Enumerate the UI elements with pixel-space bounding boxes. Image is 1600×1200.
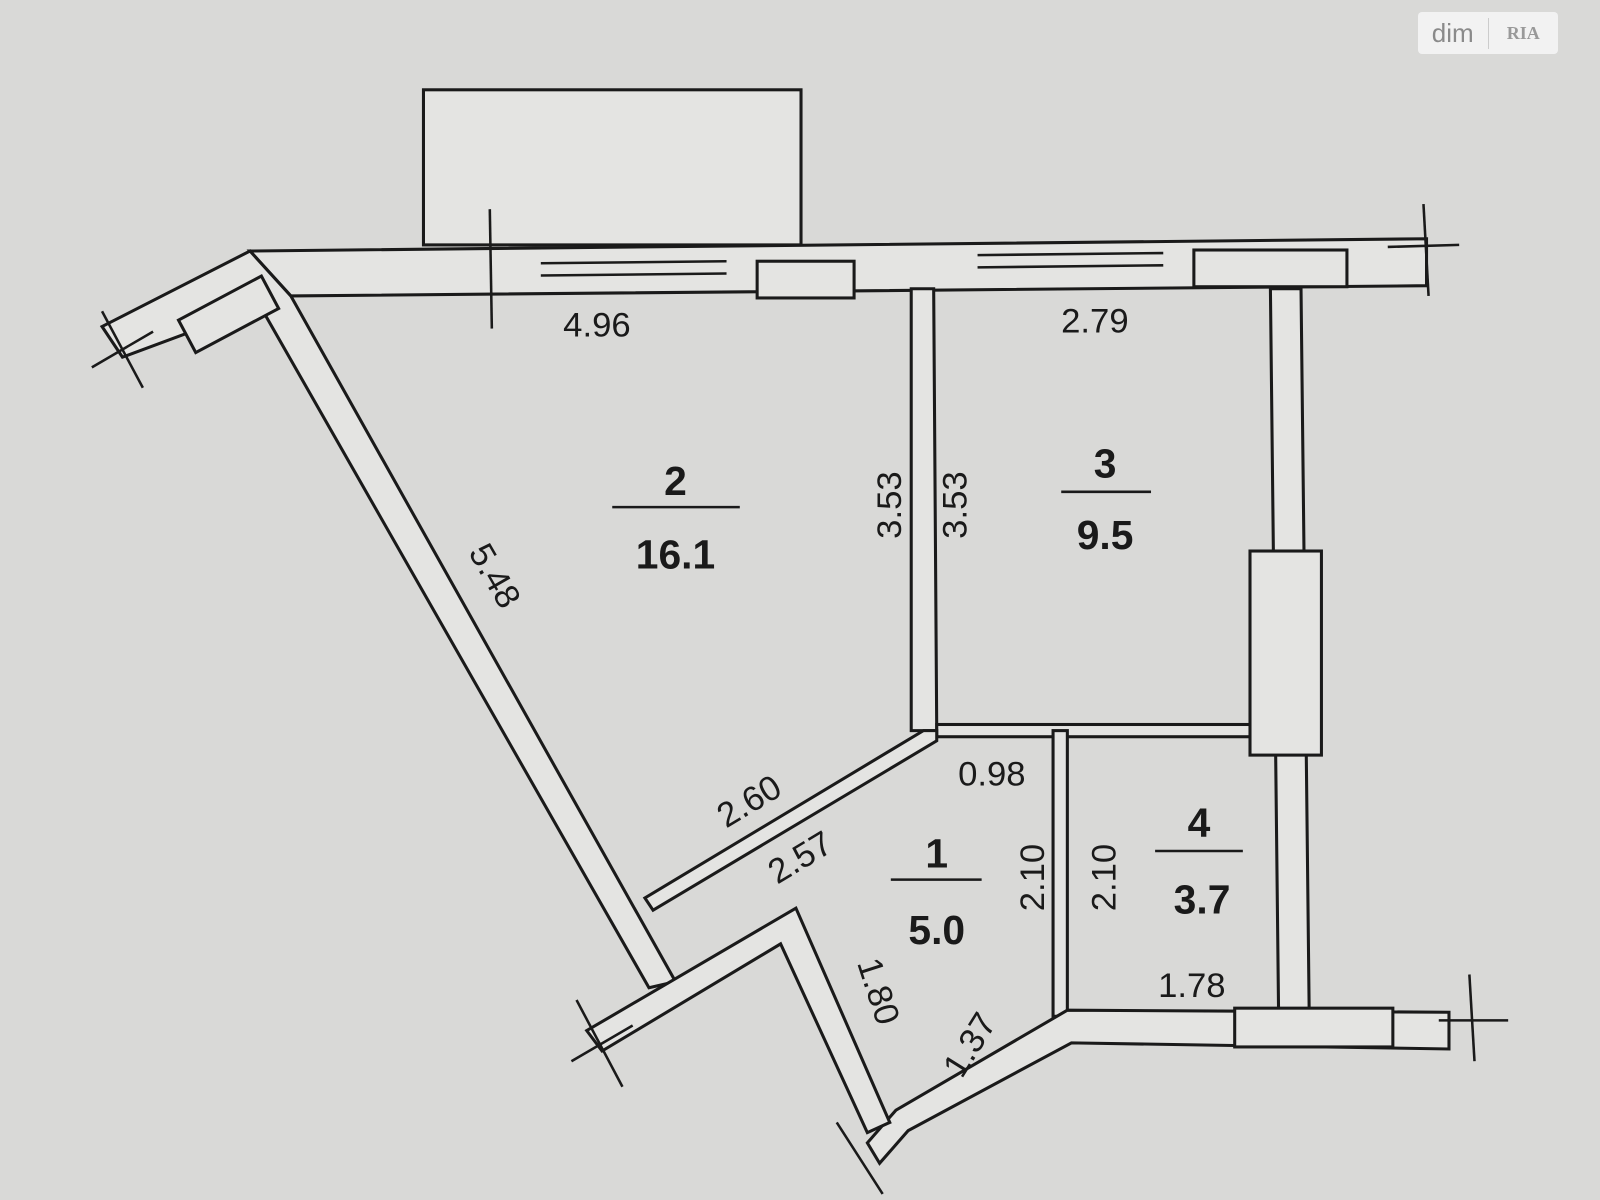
walls <box>91 88 1509 1195</box>
dim-label: 2.10 <box>1014 844 1052 912</box>
room-1-number: 1 <box>925 830 948 876</box>
room-2-number: 2 <box>664 458 687 504</box>
partition-1-2 <box>642 729 939 913</box>
dim-label: 4.96 <box>563 307 631 345</box>
dimria-watermark: dim RIA <box>1418 12 1558 54</box>
partition-2-3 <box>909 287 939 733</box>
room-4-number: 4 <box>1188 800 1211 846</box>
dimension-labels: 4.96 2.79 3.53 3.53 5.48 2.60 2.57 0.98 … <box>461 303 1226 1084</box>
room-1-area: 5.0 <box>908 907 965 953</box>
window-sill-1 <box>755 259 856 300</box>
window-sill-2 <box>1192 248 1349 289</box>
watermark-dim: dim <box>1418 17 1489 49</box>
room-3-number: 3 <box>1094 441 1117 487</box>
dim-label: 1.80 <box>849 954 906 1030</box>
balcony <box>421 88 803 247</box>
room-4-area: 3.7 <box>1174 876 1231 922</box>
watermark-ria: RIA <box>1506 22 1540 43</box>
exterior-wall-left <box>99 249 678 990</box>
room-labels: 2 16.1 3 9.5 1 5.0 4 3.7 <box>612 441 1243 953</box>
partition-1-4 <box>1051 729 1069 1018</box>
window-sill-left <box>176 273 281 355</box>
partition-3-4 <box>935 722 1272 739</box>
dim-label: 0.98 <box>958 756 1026 794</box>
dim-label: 2.10 <box>1085 844 1123 912</box>
dim-label: 1.78 <box>1158 967 1226 1005</box>
window-right <box>1233 1006 1395 1049</box>
ventilation-shaft <box>1248 549 1323 757</box>
room-2-area: 16.1 <box>636 531 715 577</box>
dim-label: 5.48 <box>461 537 528 614</box>
dim-label: 2.79 <box>1061 303 1129 341</box>
entry-wall <box>584 905 892 1135</box>
room-3-area: 9.5 <box>1077 512 1134 558</box>
dim-label: 3.53 <box>936 471 974 539</box>
dim-label: 3.53 <box>871 471 909 539</box>
